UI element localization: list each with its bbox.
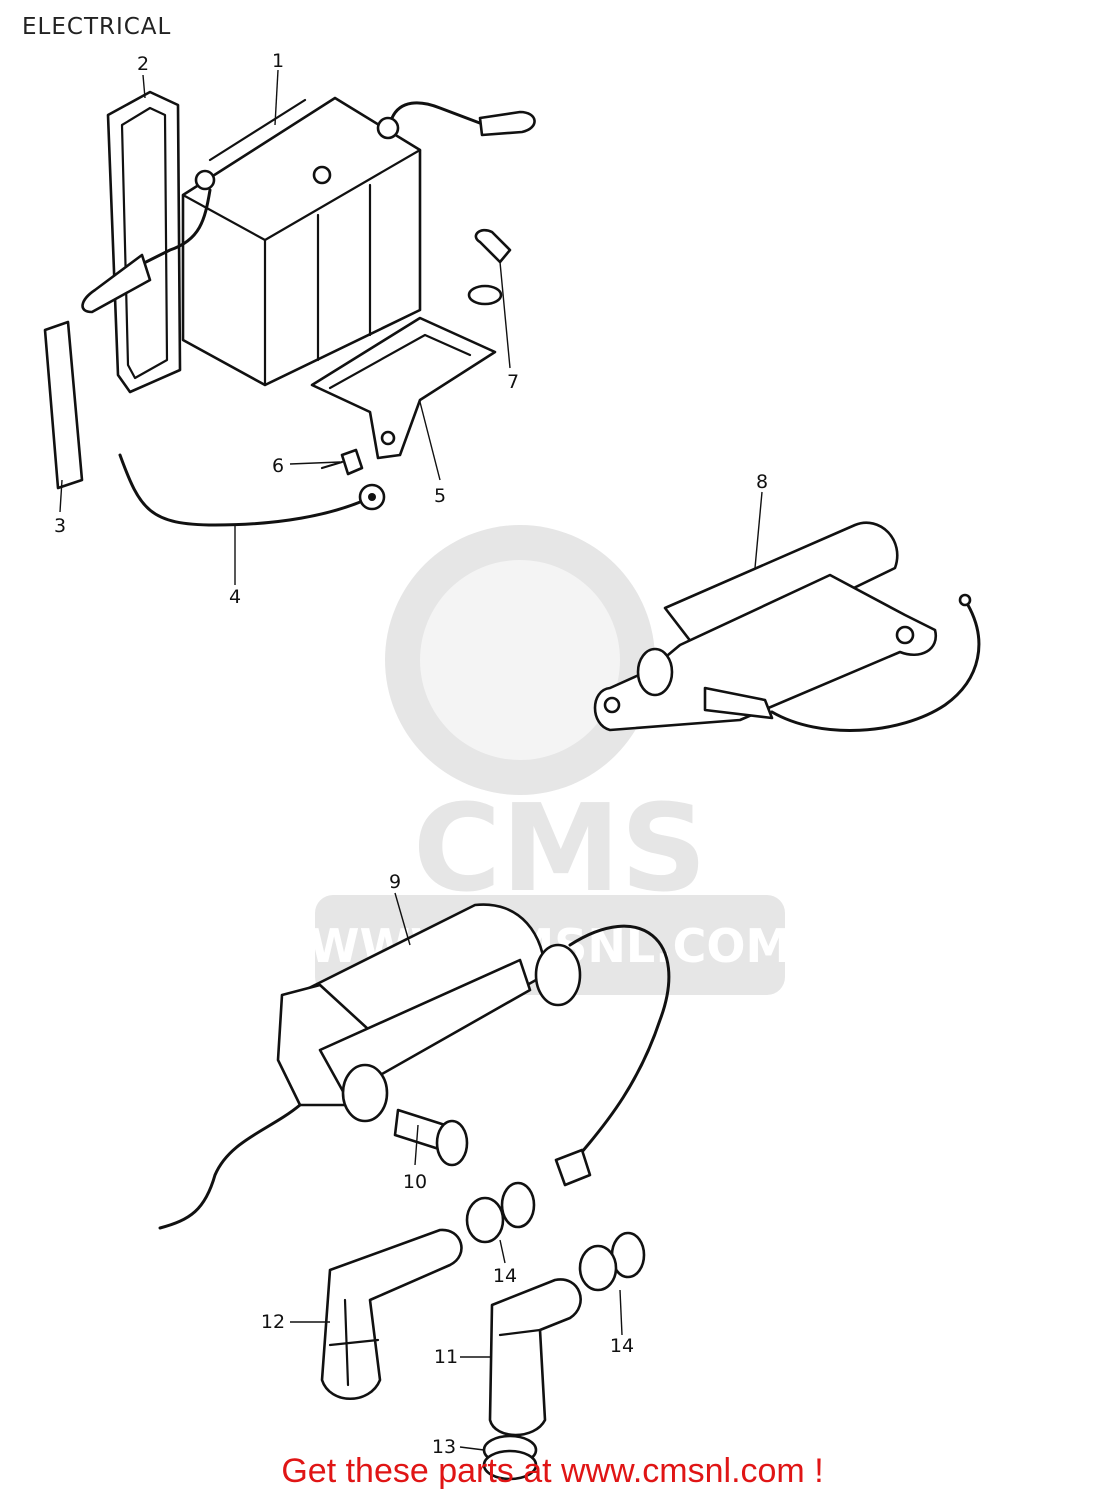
- part-9-ignition-coil[interactable]: [158, 903, 671, 1230]
- part-1-battery[interactable]: [181, 96, 422, 387]
- callout-6: 6: [272, 455, 284, 477]
- callout-4: 4: [229, 586, 241, 608]
- positive-terminal-icon: [478, 110, 536, 137]
- callout-12: 12: [261, 1311, 285, 1333]
- callout-3: 3: [54, 515, 66, 537]
- callout-14-lower: 14: [610, 1335, 634, 1357]
- part-14-seal-lower[interactable]: [578, 1231, 646, 1292]
- negative-terminal-icon: [81, 253, 152, 314]
- part-12-plug-cap[interactable]: [320, 1228, 463, 1401]
- watermark-brand: CMS: [413, 780, 707, 919]
- leader-lines: [59, 69, 763, 1451]
- part-4-ground-lead[interactable]: [118, 453, 386, 527]
- footer-link[interactable]: Get these parts at www.cmsnl.com !: [281, 1452, 824, 1490]
- callout-10: 10: [403, 1171, 427, 1193]
- part-11-plug-cap[interactable]: [488, 1278, 582, 1437]
- callout-2: 2: [137, 53, 149, 75]
- part-8-resistor[interactable]: [593, 521, 981, 732]
- part-3-pad[interactable]: [43, 320, 84, 490]
- part-6-bolt[interactable]: [320, 448, 364, 476]
- callout-7: 7: [507, 371, 519, 393]
- part-10-bolt[interactable]: [393, 1108, 469, 1167]
- battery-positive-cable: [390, 101, 487, 127]
- callout-8: 8: [756, 471, 768, 493]
- callout-13: 13: [432, 1436, 456, 1458]
- part-7-terminal[interactable]: [467, 228, 512, 306]
- callout-5: 5: [434, 485, 446, 507]
- battery-negative-cable: [138, 188, 212, 267]
- part-13-ring[interactable]: [482, 1434, 538, 1481]
- page-title: ELECTRICAL: [22, 14, 172, 40]
- part-14-seal-upper[interactable]: [465, 1181, 536, 1244]
- callout-1: 1: [272, 50, 284, 72]
- callout-9: 9: [389, 871, 401, 893]
- callout-11: 11: [434, 1346, 458, 1368]
- part-5-bracket[interactable]: [310, 316, 497, 460]
- callout-14-upper: 14: [493, 1265, 517, 1287]
- part-2-battery-strap[interactable]: [106, 90, 182, 394]
